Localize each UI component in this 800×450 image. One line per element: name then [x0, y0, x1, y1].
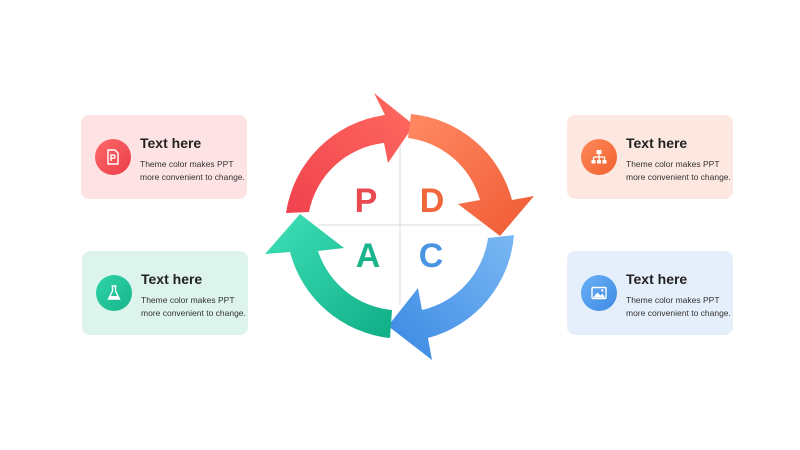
check-card: Text here Theme color makes PPT more con… [567, 251, 733, 335]
do-card: Text here Theme color makes PPT more con… [567, 115, 733, 199]
flask-icon [96, 275, 132, 311]
letter-p: P [355, 182, 378, 220]
do-arrow [408, 114, 534, 236]
letter-d: D [420, 182, 445, 220]
letter-a: A [356, 237, 381, 275]
card-title: Text here [141, 271, 203, 287]
card-description: Theme color makes PPT more convenient to… [141, 295, 246, 318]
card-description: Theme color makes PPT more convenient to… [626, 295, 731, 318]
card-title: Text here [140, 135, 202, 151]
image-icon [581, 275, 617, 311]
card-description: Theme color makes PPT more convenient to… [626, 159, 731, 182]
card-description: Theme color makes PPT more convenient to… [140, 159, 245, 182]
act-arrow [265, 214, 392, 338]
check-arrow [388, 235, 514, 360]
org-chart-icon [581, 139, 617, 175]
plan-card: Text here Theme color makes PPT more con… [81, 115, 247, 199]
card-title: Text here [626, 271, 688, 287]
document-p-icon [95, 139, 131, 175]
act-card: Text here Theme color makes PPT more con… [82, 251, 248, 335]
letter-c: C [419, 237, 444, 275]
plan-arrow [286, 93, 414, 213]
card-title: Text here [626, 135, 688, 151]
